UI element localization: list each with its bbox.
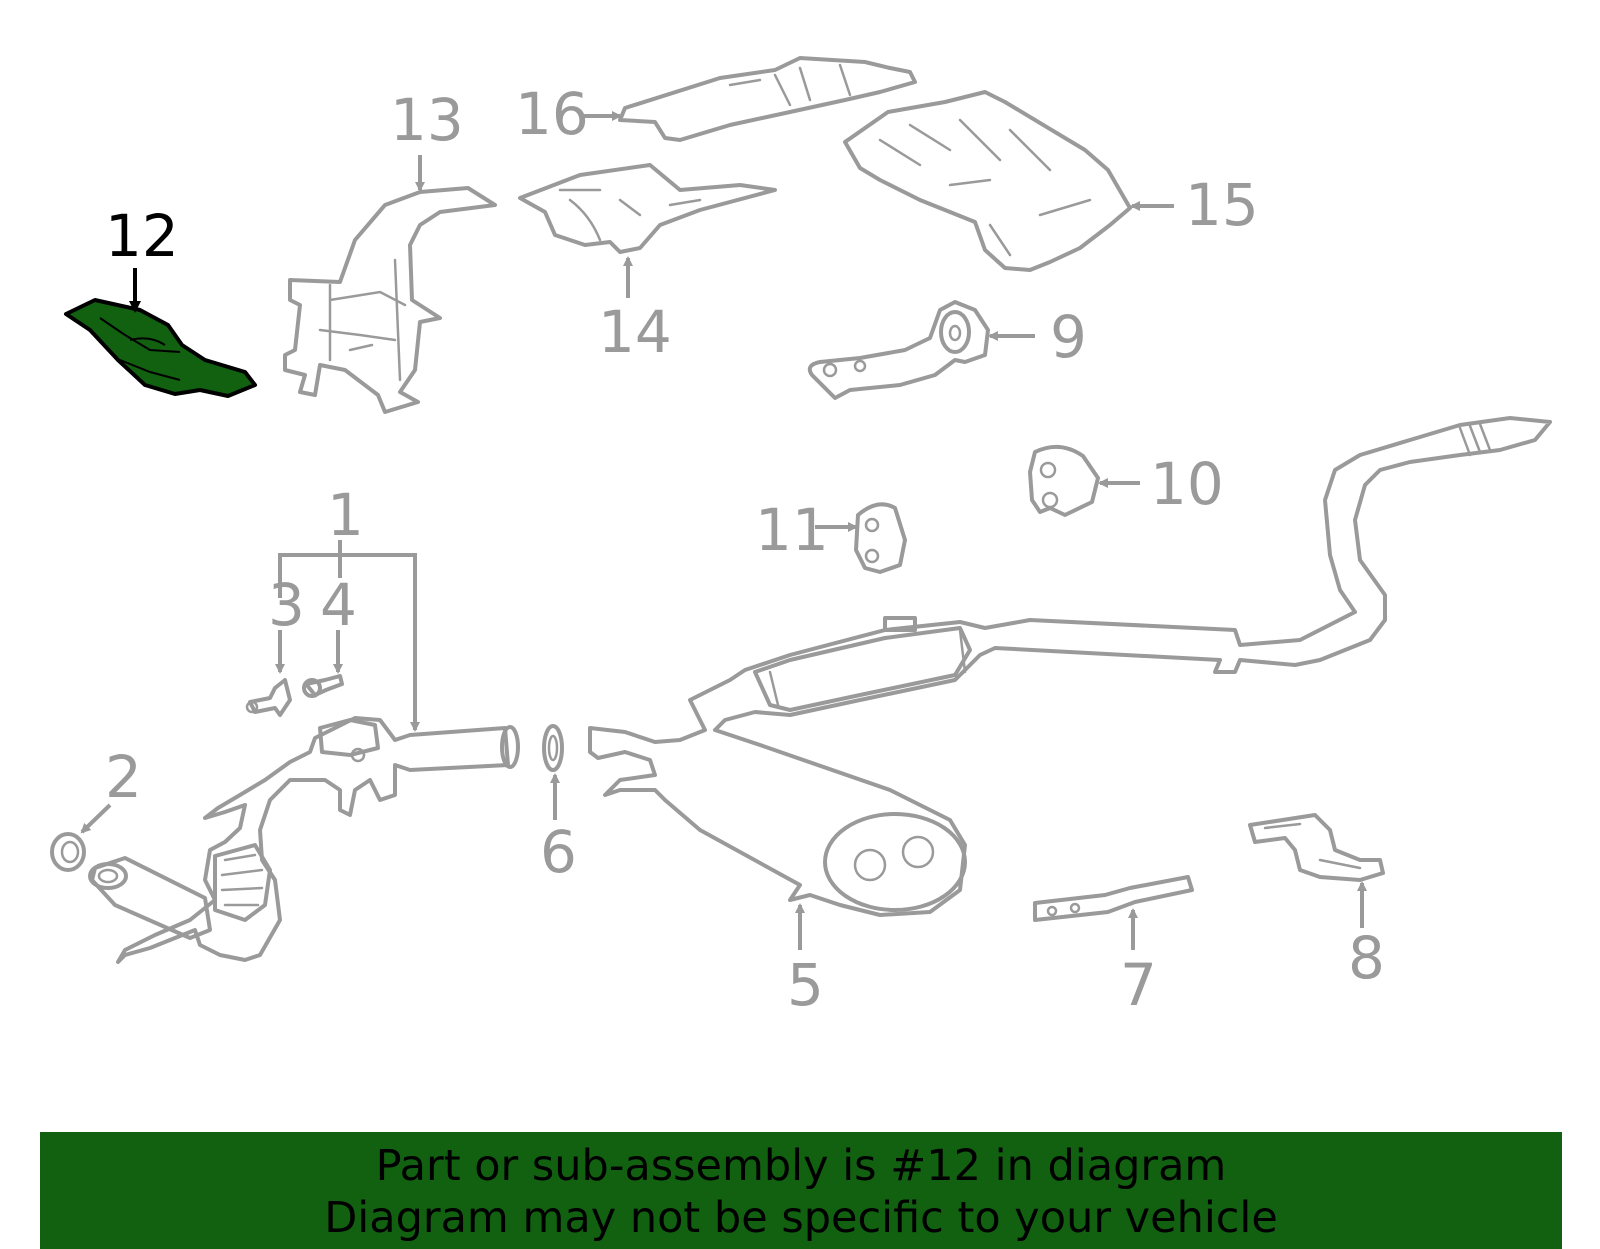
part-7-hanger[interactable] bbox=[1033, 875, 1194, 922]
callout-8: 8 bbox=[1348, 924, 1385, 992]
callout-13: 13 bbox=[390, 86, 464, 154]
callout-1-bracket bbox=[278, 540, 420, 732]
callout-12: 12 bbox=[105, 202, 179, 270]
callout-6: 6 bbox=[540, 818, 577, 886]
callout-16: 16 bbox=[515, 80, 589, 148]
part-13-heat-insulator[interactable] bbox=[283, 186, 497, 414]
part-16-heat-insulator[interactable] bbox=[618, 56, 917, 142]
part-4-bolt[interactable] bbox=[302, 674, 344, 698]
callout-1: 1 bbox=[327, 481, 364, 549]
callout-2: 2 bbox=[105, 743, 142, 811]
callout-10: 10 bbox=[1150, 450, 1224, 518]
part-15-heat-insulator[interactable] bbox=[843, 90, 1132, 272]
part-14-heat-insulator[interactable] bbox=[518, 163, 777, 254]
info-banner: Part or sub-assembly is #12 in diagram D… bbox=[40, 1132, 1562, 1249]
callout-15: 15 bbox=[1185, 171, 1259, 239]
callout-4: 4 bbox=[320, 571, 357, 639]
banner-line-2: Diagram may not be specific to your vehi… bbox=[324, 1193, 1278, 1243]
callout-11: 11 bbox=[755, 496, 829, 564]
part-2-gasket[interactable] bbox=[50, 832, 86, 872]
banner-line-1: Part or sub-assembly is #12 in diagram bbox=[375, 1141, 1227, 1191]
part-3-stud[interactable] bbox=[245, 678, 292, 717]
callout-5: 5 bbox=[787, 951, 824, 1019]
callout-14: 14 bbox=[598, 298, 672, 366]
part-5-tailpipe-muffler[interactable] bbox=[588, 416, 1552, 917]
callout-9: 9 bbox=[1050, 303, 1087, 371]
part-12-heat-shield[interactable] bbox=[64, 298, 257, 398]
part-8-hanger-bracket[interactable] bbox=[1248, 813, 1385, 882]
part-9-hanger-bracket[interactable] bbox=[807, 300, 990, 400]
callout-7: 7 bbox=[1120, 951, 1157, 1019]
part-10-exhaust-mount[interactable] bbox=[1028, 444, 1100, 517]
part-6-gasket[interactable] bbox=[542, 724, 564, 772]
part-1-front-exhaust-pipe[interactable] bbox=[88, 716, 520, 964]
part-11-exhaust-mount[interactable] bbox=[854, 502, 907, 574]
callout-3: 3 bbox=[268, 571, 305, 639]
